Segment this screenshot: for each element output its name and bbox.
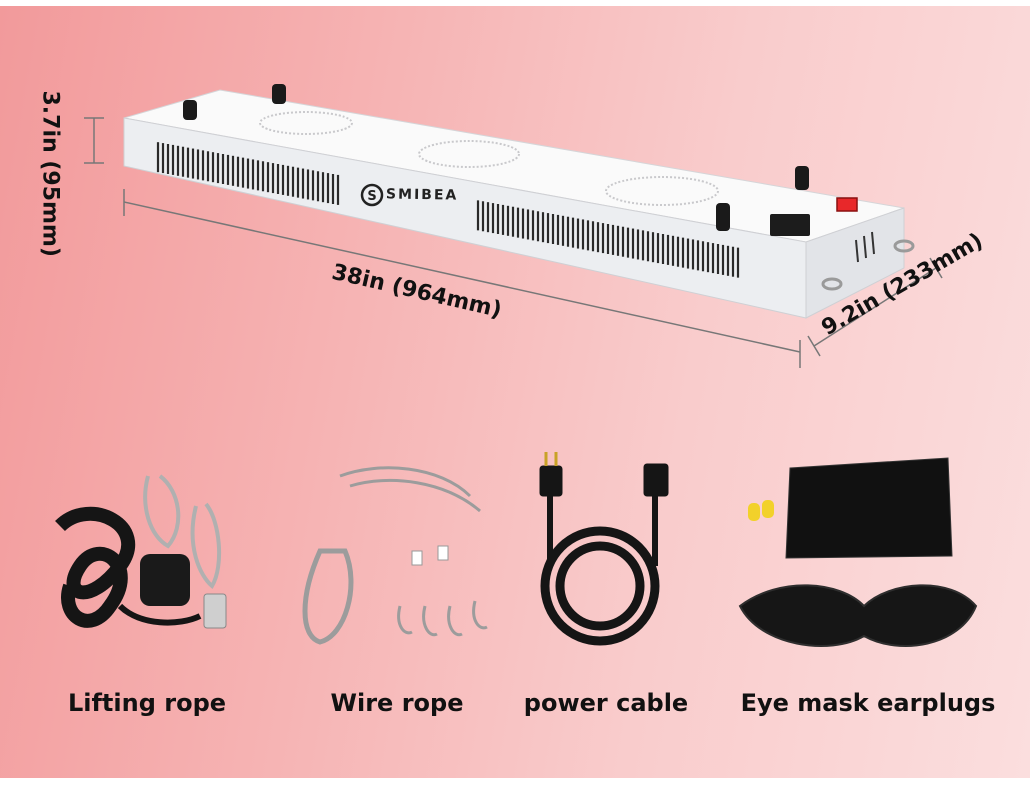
accessory-eye-mask-earplugs — [738, 457, 978, 647]
caption-lifting-rope: Lifting rope — [67, 689, 227, 717]
height-dimension-label: 3.7in (95mm) — [37, 90, 63, 257]
brand-logo-icon — [360, 183, 384, 207]
dimension-lines — [84, 117, 943, 368]
light-panel: S — [123, 84, 915, 319]
caption-wire-rope: Wire rope — [330, 689, 464, 717]
accessory-lifting-rope — [55, 474, 227, 629]
caption-eye-mask-earplugs: Eye mask earplugs — [740, 689, 996, 717]
vent-grille-right — [476, 200, 740, 278]
vent-grille-left — [156, 142, 340, 205]
power-switch — [836, 197, 858, 212]
knob-icon — [183, 84, 809, 231]
svg-text:S: S — [367, 189, 376, 204]
brand-label: SMIBEA — [385, 186, 459, 204]
accessory-wire-rope — [302, 466, 488, 645]
product-image: S — [0, 6, 1030, 778]
power-port — [770, 214, 810, 236]
accessory-power-cable — [539, 452, 669, 646]
caption-power-cable: power cable — [523, 689, 689, 717]
product-illustration: S — [55, 84, 978, 647]
